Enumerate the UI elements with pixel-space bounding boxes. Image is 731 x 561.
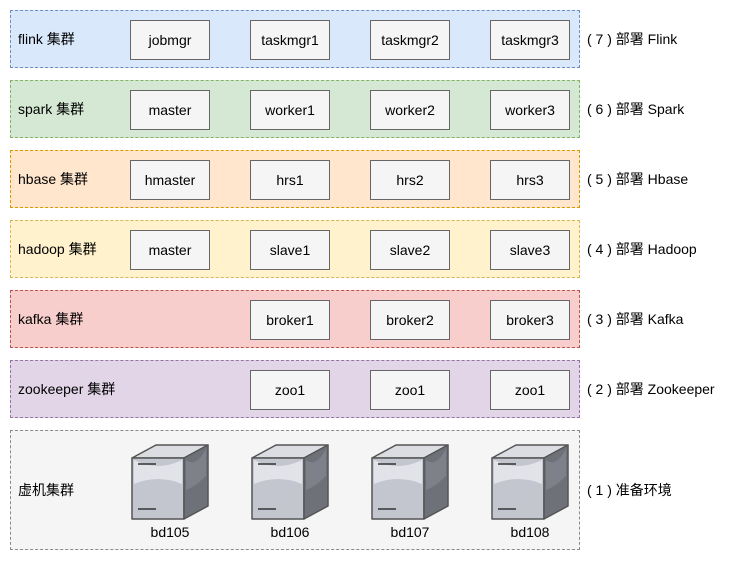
node-master: master [130, 90, 210, 130]
node-taskmgr2: taskmgr2 [370, 20, 450, 60]
layer-hadoop: hadoop 集群 master slave1 slave2 slave3 [10, 220, 580, 278]
layer-flink: flink 集群 jobmgr taskmgr1 taskmgr2 taskmg… [10, 10, 580, 68]
step-deploy-kafka: ( 3 ) 部署 Kafka [587, 311, 684, 327]
node-worker2: worker2 [370, 90, 450, 130]
node-broker2: broker2 [370, 300, 450, 340]
layer-kafka: kafka 集群 broker1 broker2 broker3 [10, 290, 580, 348]
layer-label: flink 集群 [18, 31, 75, 47]
host-name-bd107: bd107 [390, 524, 430, 540]
node-slave2: slave2 [370, 230, 450, 270]
node-worker1: worker1 [250, 90, 330, 130]
node-master: master [130, 230, 210, 270]
node-slave3: slave3 [490, 230, 570, 270]
step-deploy-spark: ( 6 ) 部署 Spark [587, 101, 685, 117]
host-name-bd105: bd105 [150, 524, 190, 540]
server-icon [490, 442, 570, 522]
node-taskmgr3: taskmgr3 [490, 20, 570, 60]
step-prepare-env: ( 1 ) 准备环境 [587, 482, 672, 498]
node-hrs3: hrs3 [490, 160, 570, 200]
layer-label: zookeeper 集群 [18, 381, 116, 397]
server-icon [250, 442, 330, 522]
node-hrs1: hrs1 [250, 160, 330, 200]
node-worker3: worker3 [490, 90, 570, 130]
node-zoo1: zoo1 [490, 370, 570, 410]
layer-label: 虚机集群 [18, 482, 74, 498]
layer-zookeeper: zookeeper 集群 zoo1 zoo1 zoo1 [10, 360, 580, 418]
node-zoo1: zoo1 [370, 370, 450, 410]
node-broker3: broker3 [490, 300, 570, 340]
step-deploy-flink: ( 7 ) 部署 Flink [587, 31, 678, 47]
node-jobmgr: jobmgr [130, 20, 210, 60]
server-icon [370, 442, 450, 522]
host-name-bd108: bd108 [510, 524, 550, 540]
layer-label: hadoop 集群 [18, 241, 97, 257]
node-broker1: broker1 [250, 300, 330, 340]
node-taskmgr1: taskmgr1 [250, 20, 330, 60]
step-deploy-hbase: ( 5 ) 部署 Hbase [587, 171, 689, 187]
host-name-bd106: bd106 [270, 524, 310, 540]
step-deploy-zookeeper: ( 2 ) 部署 Zookeeper [587, 381, 715, 397]
step-deploy-hadoop: ( 4 ) 部署 Hadoop [587, 241, 697, 257]
layer-label: spark 集群 [18, 101, 85, 117]
layer-label: hbase 集群 [18, 171, 89, 187]
server-icon [130, 442, 210, 522]
layer-hbase: hbase 集群 hmaster hrs1 hrs2 hrs3 [10, 150, 580, 208]
node-slave1: slave1 [250, 230, 330, 270]
node-hmaster: hmaster [130, 160, 210, 200]
node-zoo1: zoo1 [250, 370, 330, 410]
node-hrs2: hrs2 [370, 160, 450, 200]
layer-label: kafka 集群 [18, 311, 84, 327]
layer-spark: spark 集群 master worker1 worker2 worker3 [10, 80, 580, 138]
